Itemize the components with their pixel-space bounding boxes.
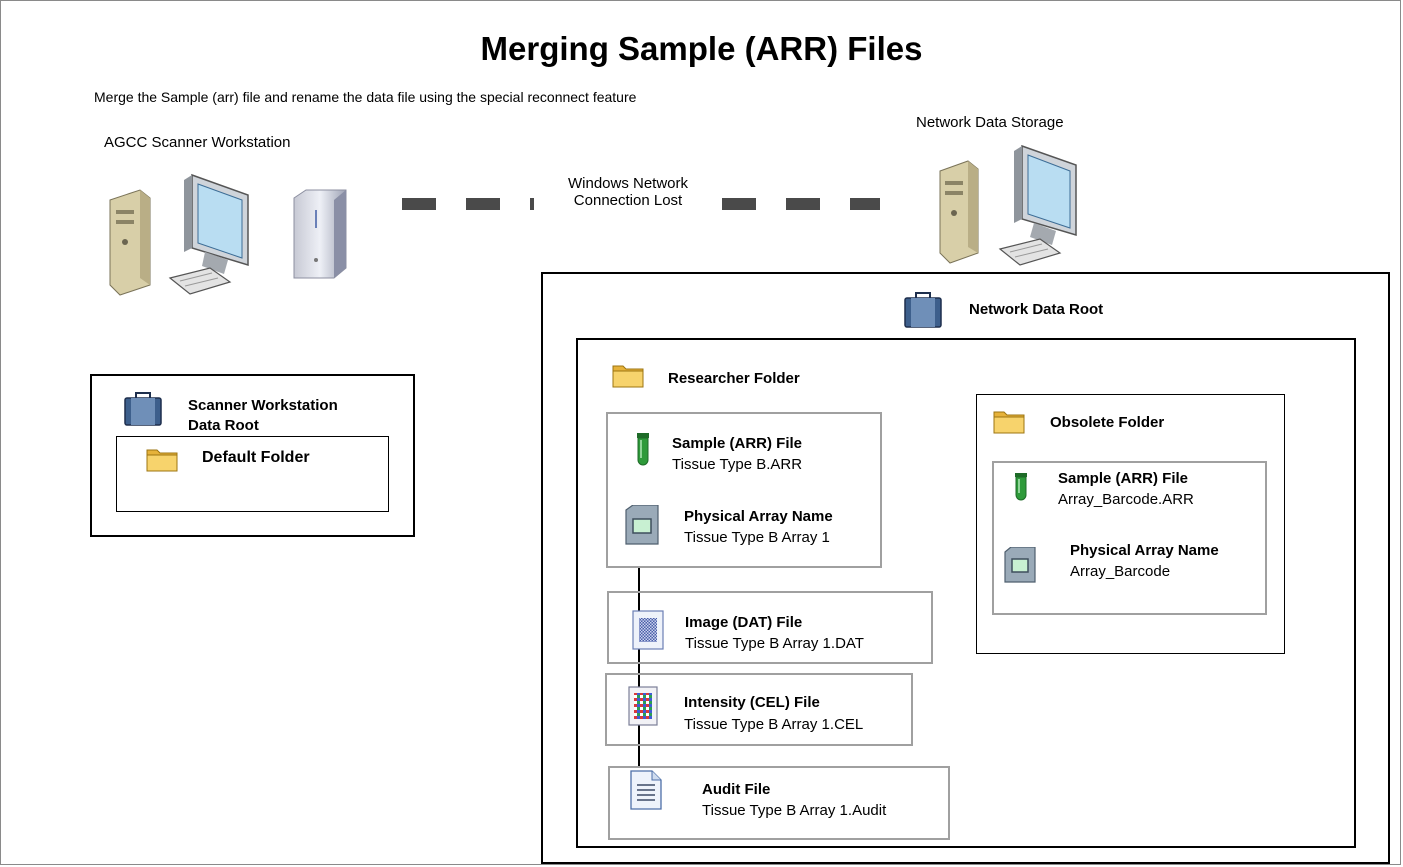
audit-file-value: Tissue Type B Array 1.Audit	[702, 802, 887, 819]
intensity-file-box	[605, 673, 913, 746]
connection-dash	[786, 198, 820, 210]
folder-icon	[146, 446, 178, 472]
file-chain-connector	[638, 566, 640, 768]
connection-label-line1: Windows Network	[567, 175, 689, 192]
intensity-file-value: Tissue Type B Array 1.CEL	[684, 716, 864, 733]
page-subtitle: Merge the Sample (arr) file and rename t…	[94, 89, 637, 105]
image-file-icon	[632, 610, 664, 650]
audit-file-name: Audit File	[702, 781, 771, 798]
connection-label-line2: Connection Lost	[573, 192, 683, 209]
default-folder-box	[116, 436, 389, 512]
intensity-file-name: Intensity (CEL) File	[684, 694, 820, 711]
obsolete-array-name-value: Array_Barcode	[1070, 563, 1171, 580]
folder-icon	[993, 408, 1025, 434]
audit-file-box	[608, 766, 950, 840]
obsolete-folder-title: Obsolete Folder	[1050, 414, 1165, 431]
briefcase-icon	[124, 392, 162, 426]
obsolete-sample-box	[992, 461, 1267, 615]
network-data-root-box	[541, 272, 1390, 864]
researcher-sample-file-name: Sample (ARR) File	[672, 435, 803, 452]
connection-dash	[402, 198, 436, 210]
connection-dash	[530, 198, 534, 210]
page-title: Merging Sample (ARR) Files	[480, 30, 923, 67]
researcher-folder-title: Researcher Folder	[668, 370, 800, 387]
image-file-value: Tissue Type B Array 1.DAT	[685, 635, 864, 652]
default-folder-label: Default Folder	[202, 449, 310, 466]
connection-label: Windows Network Connection Lost	[540, 175, 716, 209]
document-icon	[630, 770, 662, 810]
scanner-icon	[286, 188, 354, 280]
image-file-name: Image (DAT) File	[685, 614, 803, 631]
scanner-data-root-title-line1: Scanner Workstation	[188, 397, 338, 414]
intensity-file-icon	[628, 686, 658, 726]
network-data-root-title: Network Data Root	[969, 301, 1104, 318]
server-computer-icon	[930, 143, 1100, 271]
researcher-sample-file-value: Tissue Type B.ARR	[672, 456, 803, 473]
researcher-array-name-label: Physical Array Name	[684, 508, 833, 525]
network-storage-label: Network Data Storage	[916, 114, 1064, 131]
researcher-sample-box	[606, 412, 882, 568]
test-tube-icon	[635, 432, 651, 468]
obsolete-folder-box	[976, 394, 1285, 654]
briefcase-icon	[904, 292, 942, 328]
array-chip-icon	[1004, 547, 1036, 583]
obsolete-sample-file-value: Array_Barcode.ARR	[1058, 491, 1194, 508]
researcher-folder-box	[576, 338, 1356, 848]
obsolete-sample-file-name: Sample (ARR) File	[1058, 470, 1189, 487]
scanner-data-root-box	[90, 374, 415, 537]
connection-dash	[466, 198, 500, 210]
array-chip-icon	[625, 505, 659, 545]
folder-icon	[612, 362, 644, 388]
workstation-computer-icon	[100, 170, 270, 300]
image-file-box	[607, 591, 933, 664]
connection-dash	[850, 198, 880, 210]
test-tube-icon	[1013, 472, 1029, 502]
researcher-array-name-value: Tissue Type B Array 1	[684, 529, 830, 546]
connection-dash	[722, 198, 756, 210]
workstation-label: AGCC Scanner Workstation	[104, 134, 291, 151]
scanner-data-root-title-line2: Data Root	[188, 417, 259, 434]
obsolete-array-name-label: Physical Array Name	[1070, 542, 1219, 559]
